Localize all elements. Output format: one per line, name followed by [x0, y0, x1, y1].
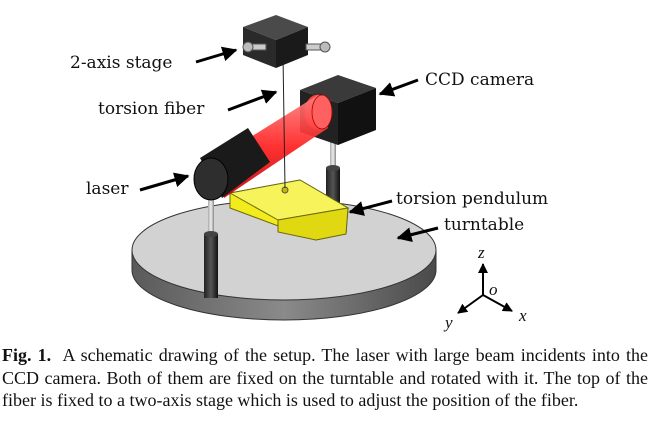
pendulum-arrow — [348, 199, 393, 216]
label-torsion-pendulum: torsion pendulum — [396, 189, 549, 209]
label-arrows — [139, 46, 439, 243]
two-axis-stage — [242, 15, 331, 68]
figure-caption: Fig. 1. A schematic drawing of the setup… — [2, 344, 648, 412]
y-axis-arrow — [457, 294, 484, 314]
fiber-arrow — [227, 89, 278, 112]
laser-body — [193, 128, 270, 201]
label-2-axis-stage: 2-axis stage — [70, 53, 173, 73]
coordinate-axes — [457, 263, 513, 314]
camera-arrow — [378, 78, 419, 97]
laser-arrow — [139, 172, 190, 192]
x-axis-arrow — [482, 294, 513, 312]
label-torsion-fiber: torsion fiber — [98, 99, 205, 119]
turntable-arrow — [396, 226, 439, 243]
axis-label-x: x — [519, 306, 527, 325]
label-laser: laser — [86, 179, 129, 199]
caption-label: Fig. 1. — [2, 345, 52, 365]
axis-label-y: y — [445, 313, 453, 332]
label-ccd-camera: CCD camera — [425, 70, 535, 90]
setup-schematic — [131, 15, 513, 321]
torsion-pendulum — [228, 179, 350, 241]
caption-text: A schematic drawing of the setup. The la… — [2, 345, 648, 410]
laser-post — [204, 198, 218, 298]
axis-label-z: z — [478, 243, 485, 262]
torsion-fiber-line — [282, 54, 286, 189]
label-turntable: turntable — [444, 215, 525, 235]
axis-label-o: o — [489, 280, 498, 299]
stage-arrow — [195, 46, 238, 64]
